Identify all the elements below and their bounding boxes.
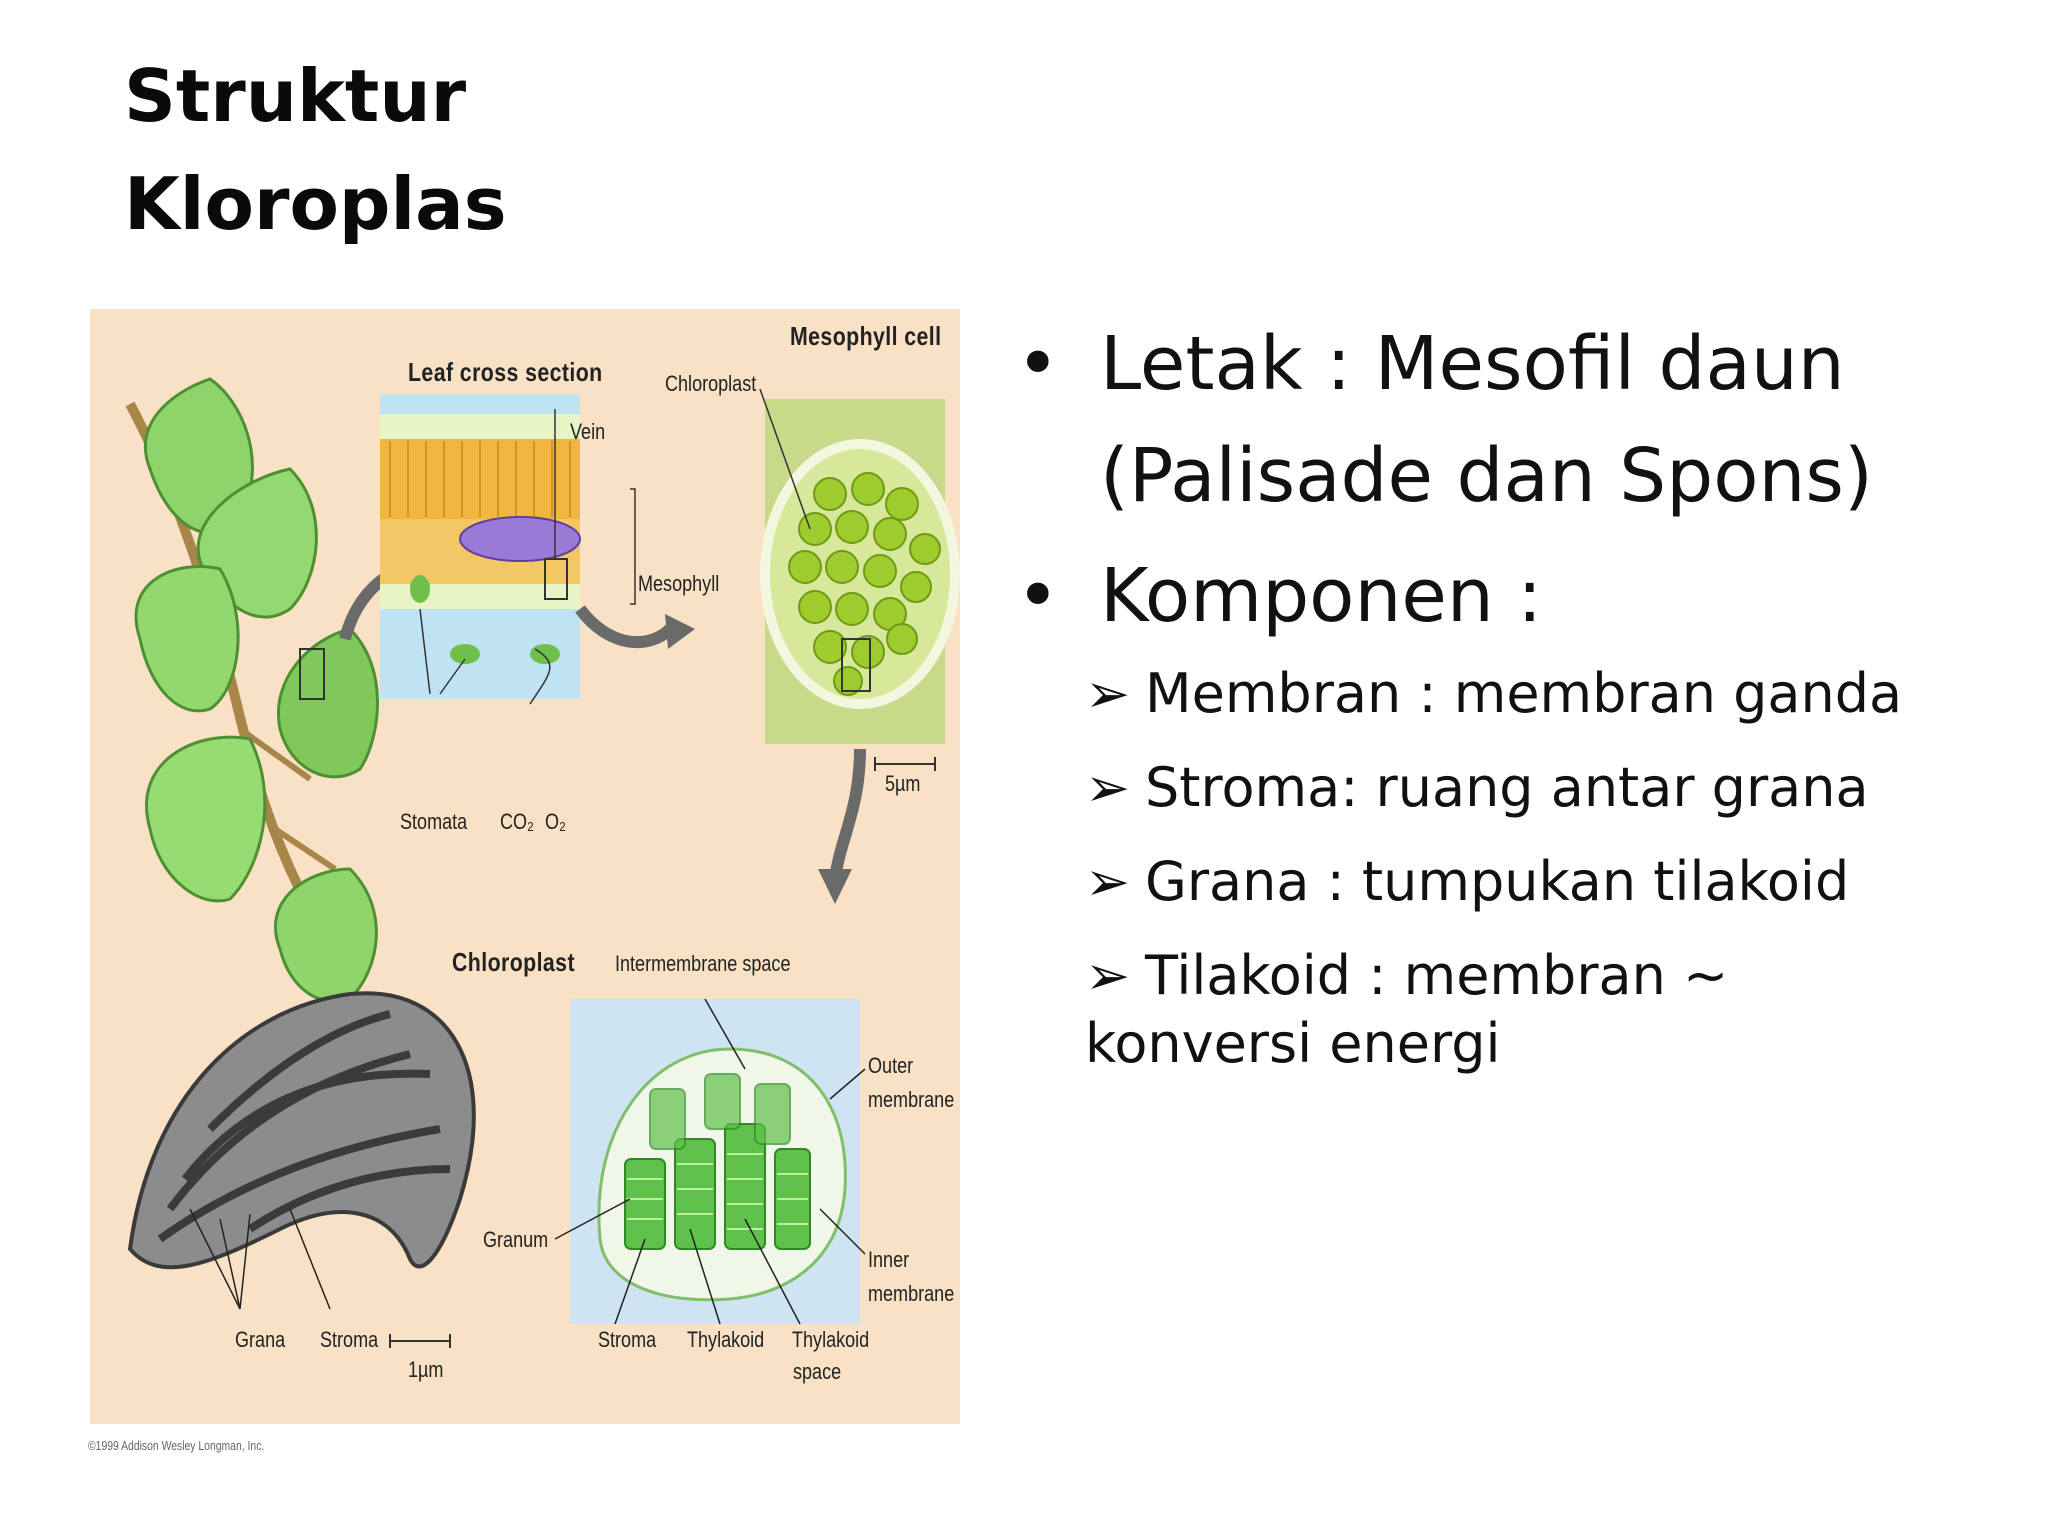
title-line-1: Struktur [124,54,467,138]
chloroplast-label-top: Chloroplast [665,371,757,396]
slide-title: Struktur Kloroplas [124,42,507,258]
sub-bullet-text: Stroma: ruang antar grana [1145,756,1869,819]
sub-bullet-membran: ➢ Membran : membran ganda [1085,660,2010,728]
bullet-letak: • Letak : Mesofil daun (Palisade dan Spo… [1010,308,2010,532]
intermembrane-space-label: Intermembrane space [615,951,791,976]
o2-label: O₂ [545,809,567,834]
slide-body: • Letak : Mesofil daun (Palisade dan Spo… [1010,308,2010,1078]
sub-bullet-grana: ➢ Grana : tumpukan tilakoid [1085,848,2010,916]
thylakoid-space-label-2: space [793,1359,842,1384]
stroma-label-right: Stroma [598,1327,657,1352]
bullet-text: Komponen : [1100,553,1543,639]
co2-label: CO₂ [500,809,535,834]
mesophyll-cell-heading: Mesophyll cell [790,321,942,351]
arrow-marker: ➢ [1085,850,1131,913]
sub-bullet-text: Grana : tumpukan tilakoid [1145,850,1850,913]
sub-bullet-text: Tilakoid : membran ~ [1145,944,1729,1007]
bullet-komponen: • Komponen : [1010,540,2010,652]
scale-5um-label: 5µm [885,771,921,796]
stroma-label-left: Stroma [320,1327,379,1352]
bullet-text: Letak : Mesofil daun (Palisade dan Spons… [1100,321,1873,519]
sub-bullet-tilakoid: ➢ Tilakoid : membran ~ konversi energi [1085,942,2010,1078]
thylakoid-space-label-1: Thylakoid [792,1327,870,1352]
mesophyll-label: Mesophyll [638,571,720,596]
sub-bullet-stroma: ➢ Stroma: ruang antar grana [1085,754,2010,822]
granum-label: Granum [483,1227,549,1252]
scale-1um-label: 1µm [408,1357,444,1382]
sub-bullet-text: Membran : membran ganda [1145,662,1903,725]
chloroplast-3d-illustration [554,998,866,1325]
mesophyll-cell-illustration [759,388,960,904]
inner-membrane-label-1: Inner [868,1247,910,1272]
bullet-marker: • [1016,321,1060,407]
vein-label: Vein [570,419,606,444]
leaf-cross-section-illustration [380,394,695,705]
chloroplast-heading: Chloroplast [452,947,575,977]
grana-label: Grana [235,1327,286,1352]
title-line-2: Kloroplas [124,162,507,246]
inner-membrane-label-2: membrane [868,1281,955,1306]
leaf-cross-section-heading: Leaf cross section [408,357,603,387]
chloroplast-micrograph-illustration [127,991,476,1348]
figure-credit: ©1999 Addison Wesley Longman, Inc. [88,1438,265,1453]
sub-bullet-continuation: konversi energi [1085,1012,1501,1075]
chloroplast-structure-figure: Leaf cross section Mesophyll cell Chloro… [90,309,960,1424]
arrow-marker: ➢ [1085,662,1131,725]
figure-illustration [125,377,960,1348]
arrow-marker: ➢ [1085,756,1131,819]
stomata-label: Stomata [400,809,468,834]
outer-membrane-label-2: membrane [868,1087,955,1112]
bullet-marker: • [1016,553,1060,639]
thylakoid-label: Thylakoid [687,1327,765,1352]
arrow-marker: ➢ [1085,944,1131,1007]
outer-membrane-label-1: Outer [868,1053,914,1078]
